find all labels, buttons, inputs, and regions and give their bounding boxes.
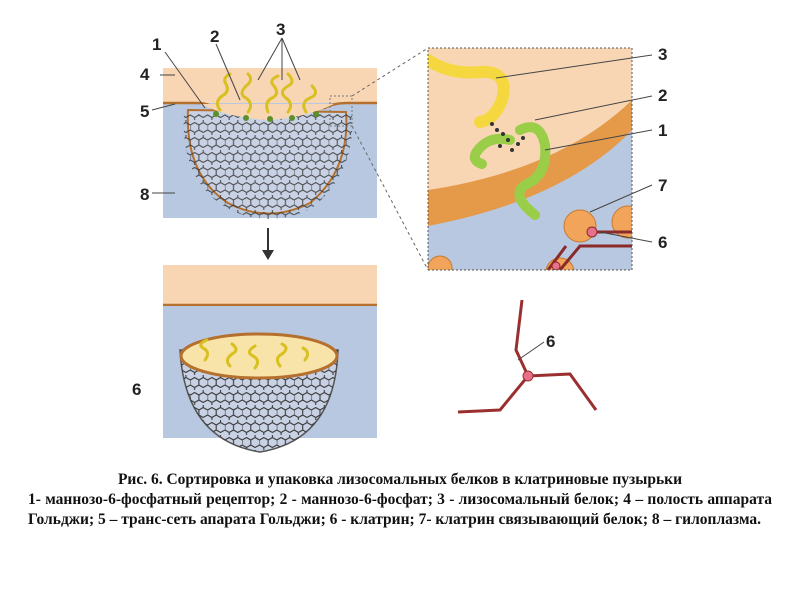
- zoom-panel: 3 2 1 7 6: [428, 45, 667, 286]
- label-5: 5: [140, 102, 149, 121]
- golgi-lumen-2: [163, 265, 377, 305]
- caption-title: Рис. 6. Сортировка и упаковка лизосомаль…: [28, 470, 772, 490]
- caption-legend: 1- маннозо-6-фосфатный рецептор; 2 - ман…: [28, 490, 772, 530]
- triskelion-hub: [523, 371, 533, 381]
- zoom-label-3: 3: [658, 45, 667, 64]
- zoom-label-7: 7: [658, 176, 667, 195]
- label-6-vesicle: 6: [132, 380, 141, 399]
- figure-caption: Рис. 6. Сортировка и упаковка лизосомаль…: [28, 470, 772, 530]
- budding-panel: 1 2 3 4 5 8: [140, 20, 377, 219]
- zoom-label-6: 6: [658, 233, 667, 252]
- clathrin-triskelion: [458, 300, 596, 412]
- vesicle-panel: 6: [132, 265, 377, 452]
- label-1: 1: [152, 35, 161, 54]
- label-2: 2: [210, 27, 219, 46]
- clathrin-label-6: 6: [546, 332, 555, 351]
- down-arrow: [262, 228, 274, 260]
- zoom-label-2: 2: [658, 86, 667, 105]
- zoom-label-1: 1: [658, 121, 667, 140]
- label-3: 3: [276, 20, 285, 39]
- label-4: 4: [140, 65, 150, 84]
- label-8: 8: [140, 185, 149, 204]
